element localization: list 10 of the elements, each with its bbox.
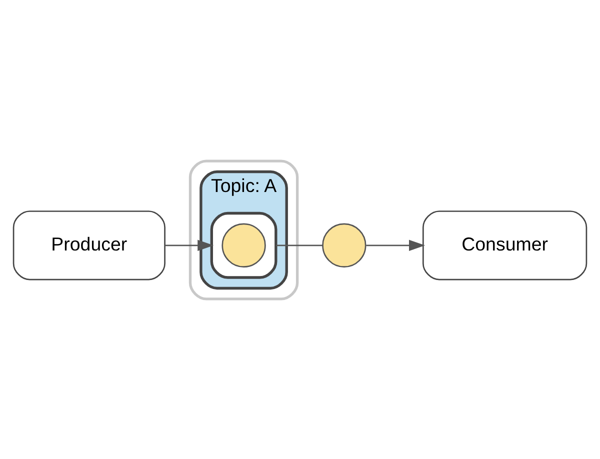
node-box: Consumer (422, 210, 588, 280)
connector (276, 244, 323, 246)
node-circle (322, 222, 366, 267)
arrow (366, 239, 426, 251)
node-box: Producer (12, 210, 166, 280)
arrow (165, 239, 214, 251)
cluster (210, 211, 278, 278)
node-circle (222, 222, 266, 267)
cluster: Topic: A (200, 170, 288, 290)
cluster (188, 159, 299, 300)
